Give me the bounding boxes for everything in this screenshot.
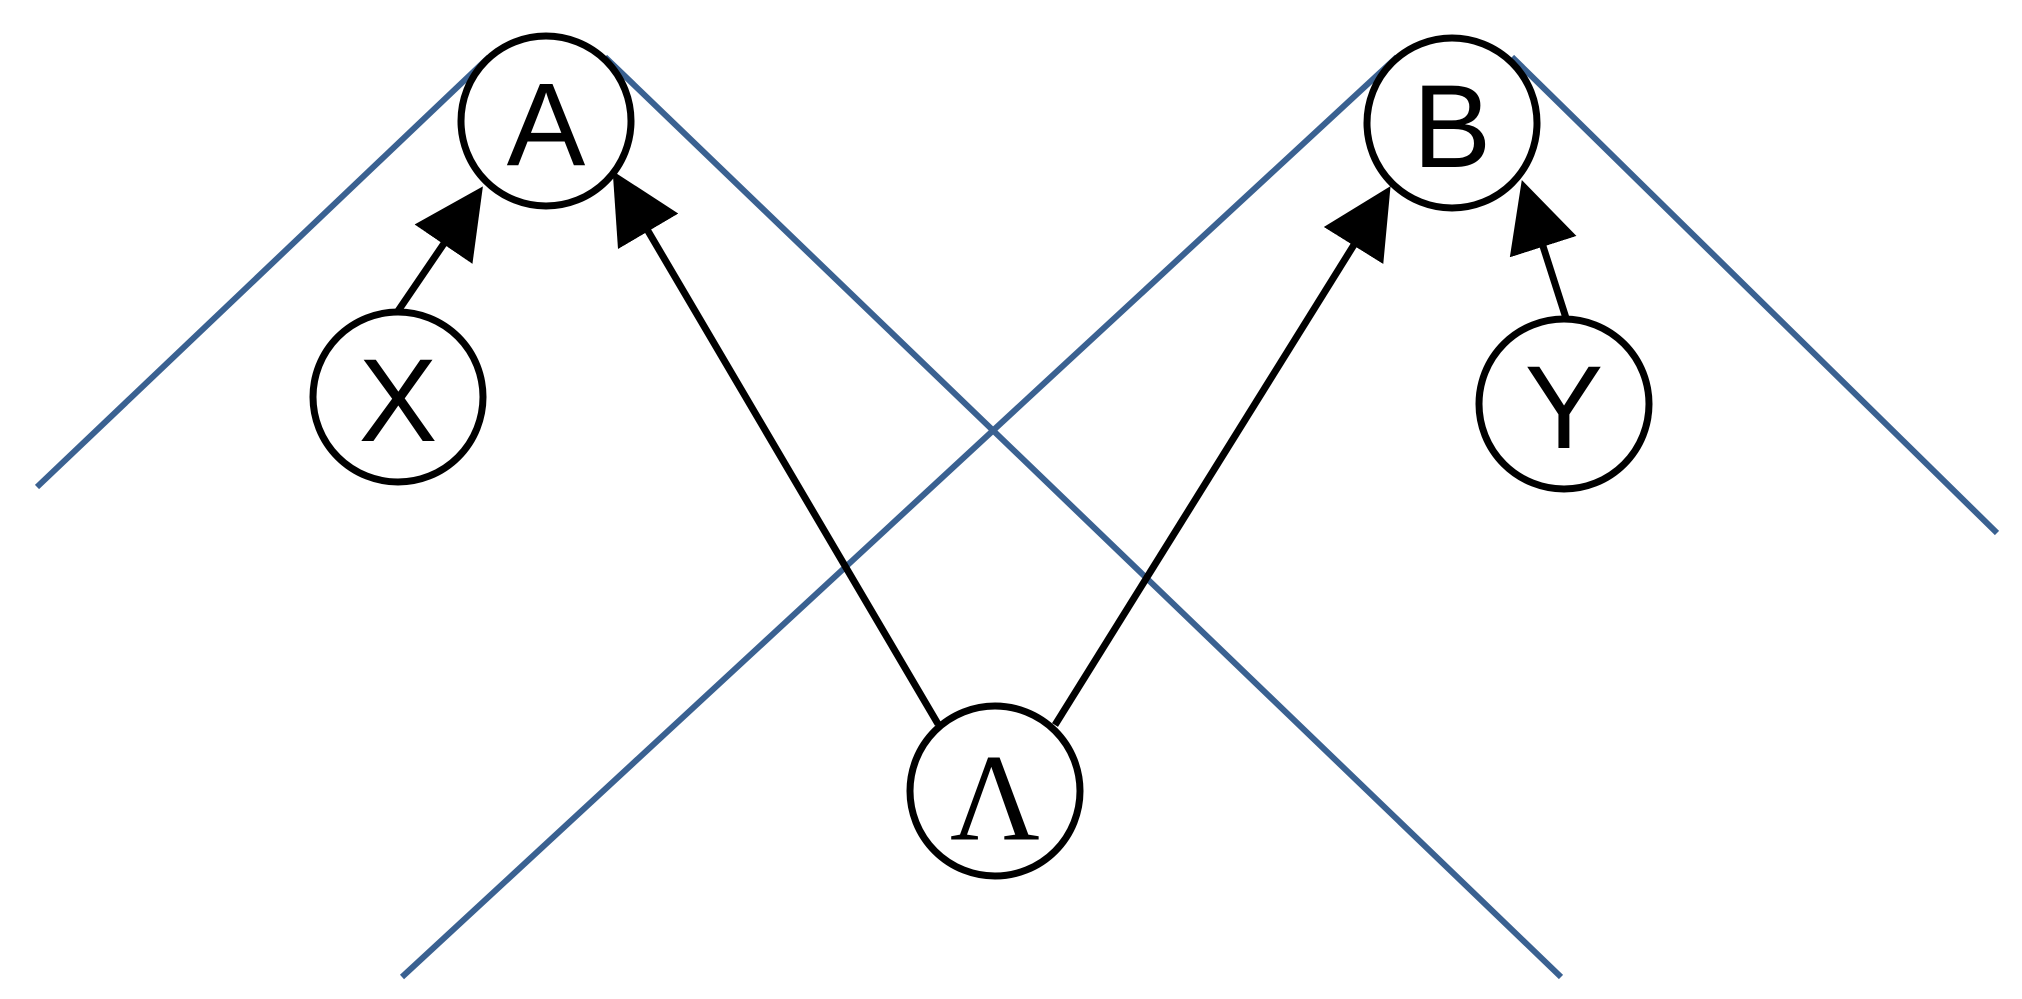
cone-a-right-line xyxy=(602,54,1564,980)
arrow-y-to-b xyxy=(1509,180,1577,320)
node-y: Y xyxy=(1475,315,1653,493)
node-a-circle xyxy=(457,32,635,210)
node-a-label: A xyxy=(507,59,586,191)
cone-lines xyxy=(34,54,2000,980)
node-b: B xyxy=(1363,34,1541,212)
node-b-circle xyxy=(1363,34,1541,212)
node-lambda-circle xyxy=(906,702,1084,880)
node-lambda: Λ xyxy=(906,702,1084,880)
causal-arrows xyxy=(395,170,1577,727)
cone-b-left-line xyxy=(399,54,1400,980)
arrow-lambda-to-a xyxy=(612,170,942,726)
node-x-label: X xyxy=(359,335,438,467)
node-b-label: B xyxy=(1413,61,1492,193)
node-x-circle xyxy=(309,308,487,486)
node-lambda-label: Λ xyxy=(950,730,1040,867)
cone-a-left-line xyxy=(34,54,492,490)
arrow-x-to-a xyxy=(395,186,483,313)
arrow-lambda-to-b xyxy=(1052,186,1391,727)
node-y-label: Y xyxy=(1525,342,1604,474)
node-a: A xyxy=(457,32,635,210)
cone-b-right-line xyxy=(1509,54,2000,536)
node-y-circle xyxy=(1475,315,1653,493)
node-x: X xyxy=(309,308,487,486)
